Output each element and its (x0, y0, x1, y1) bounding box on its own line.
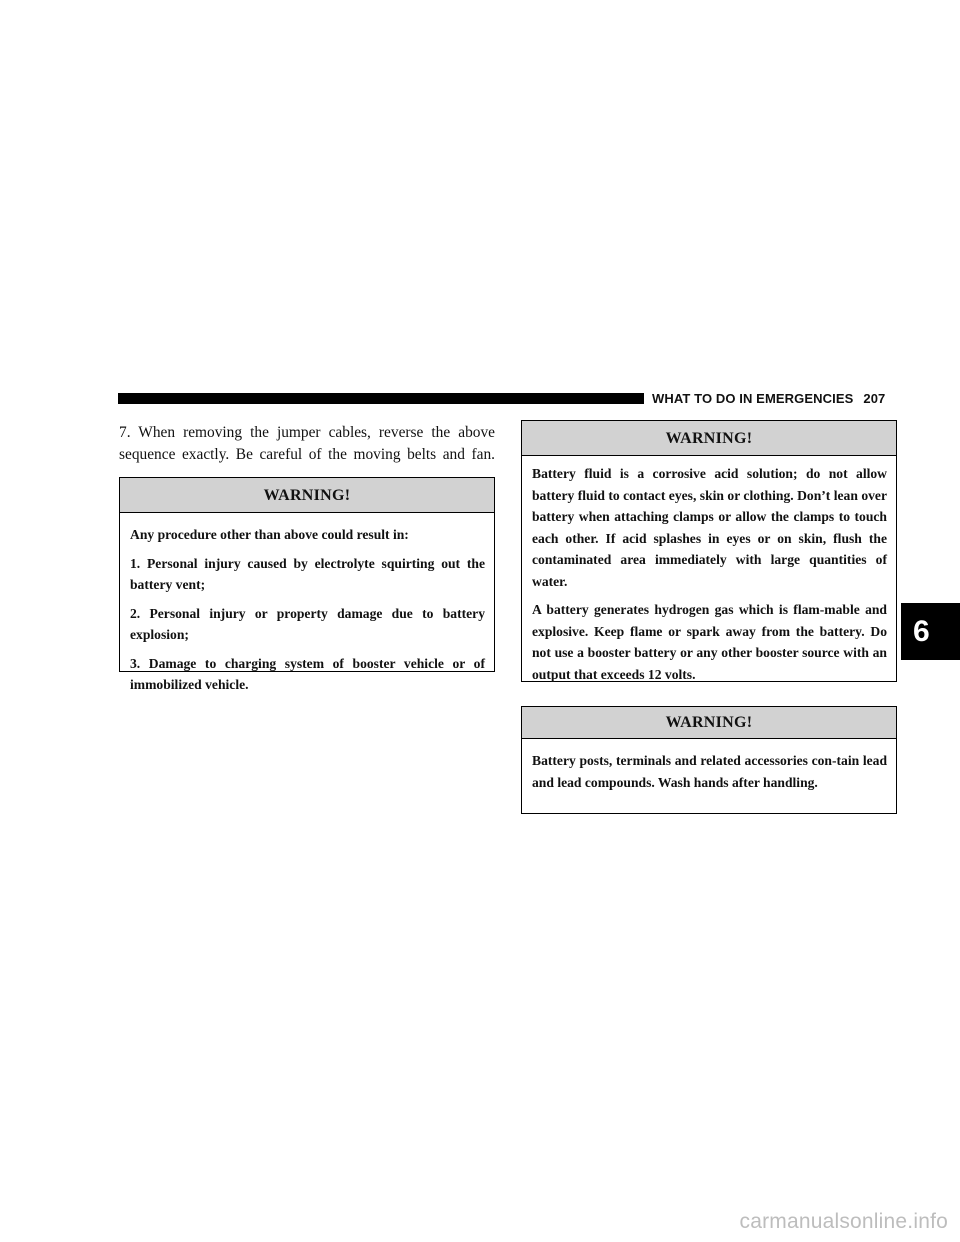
warning-body: Battery fluid is a corrosive acid soluti… (522, 456, 896, 685)
warning-title: WARNING! (522, 421, 896, 456)
warning-title: WARNING! (522, 707, 896, 739)
running-header: WHAT TO DO IN EMERGENCIES 207 (652, 389, 885, 409)
warning-paragraph: 1. Personal injury caused by electrolyte… (130, 555, 485, 593)
watermark: carmanualsonline.info (739, 1210, 948, 1233)
warning-paragraph: Battery fluid is a corrosive acid soluti… (532, 466, 887, 589)
step-7-paragraph: 7. When removing the jumper cables, reve… (119, 424, 495, 463)
chapter-tab: 6 (901, 603, 960, 660)
page-number: 207 (863, 391, 886, 406)
warning-paragraph: Any procedure other than above could res… (130, 527, 409, 542)
section-title: WHAT TO DO IN EMERGENCIES (652, 391, 854, 406)
warning-paragraph: Battery posts, terminals and related acc… (532, 753, 887, 790)
warning-paragraph: 3. Damage to charging system of booster … (130, 655, 485, 693)
warning-box-lead: WARNING! Battery posts, terminals and re… (521, 706, 897, 814)
warning-title: WARNING! (120, 478, 494, 513)
warning-paragraph: A battery generates hydrogen gas which i… (532, 602, 887, 682)
warning-body: Battery posts, terminals and related acc… (522, 739, 896, 793)
warning-box-battery-fluid: WARNING! Battery fluid is a corrosive ac… (521, 420, 897, 682)
header-rule (118, 393, 644, 404)
warning-paragraph: 2. Personal injury or property damage du… (130, 605, 485, 643)
warning-box-procedure: WARNING! Any procedure other than above … (119, 477, 495, 692)
warning-body: Any procedure other than above could res… (120, 513, 494, 696)
